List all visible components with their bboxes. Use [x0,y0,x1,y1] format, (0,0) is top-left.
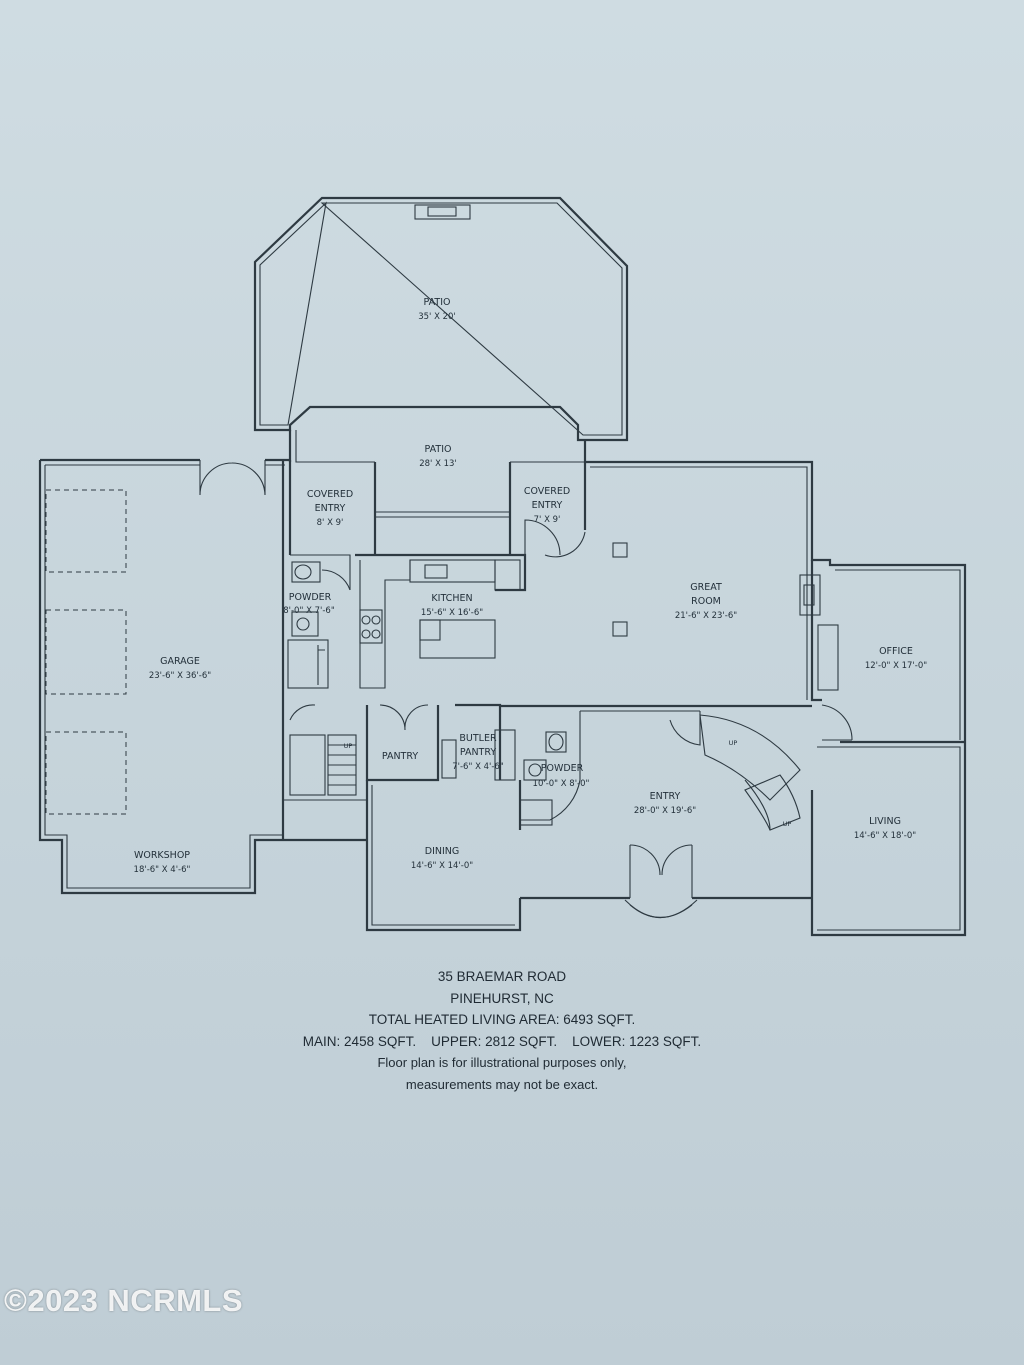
dim-patio-lower: 28' X 13' [419,459,457,469]
room-labels: PATIO 35' X 20' PATIO 28' X 13' COVERED … [134,297,928,875]
label-butler-pantry-2: PANTRY [460,747,497,758]
label-covered-entry-right-2: ENTRY [532,500,563,511]
lower-patio-outline [288,430,587,555]
dim-great-room: 21'-6" X 23'-6" [675,611,737,621]
stairs-up-label-left: UP [344,742,353,750]
caption-address: 35 BRAEMAR ROAD [437,969,567,984]
dim-dining: 14'-6" X 14'-0" [411,861,473,871]
caption-disclaimer-1: Floor plan is for illustrational purpose… [377,1055,627,1070]
dim-garage: 23'-6" X 36'-6" [149,671,211,681]
plan-caption: 35 BRAEMAR ROAD PINEHURST, NC TOTAL HEAT… [262,966,742,1095]
dim-workshop: 18'-6" X 4'-6" [134,865,191,875]
label-kitchen: KITCHEN [431,593,472,604]
dim-patio-upper: 35' X 20' [418,312,456,322]
caption-disclaimer-2: measurements may not be exact. [405,1076,599,1092]
dim-entry: 28'-0" X 19'-6" [634,806,696,816]
stairs-up-label-top: UP [729,739,738,747]
dim-powder-left: 8'-0" X 7'-6" [283,606,335,616]
label-patio-upper: PATIO [424,297,451,308]
label-butler-pantry: BUTLER [459,733,497,744]
dim-kitchen: 15'-6" X 16'-6" [421,608,483,618]
label-great-room: GREAT [690,582,722,593]
dim-butler-pantry: 7'-6" X 4'-6" [452,762,504,772]
caption-city: PINEHURST, NC [450,990,554,1006]
dim-office: 12'-0" X 17'-0" [865,661,927,671]
label-covered-entry-right: COVERED [524,486,570,497]
upper-patio-outline [253,196,629,442]
dim-living: 14'-6" X 18'-0" [854,831,916,841]
label-covered-entry-left-2: ENTRY [315,503,346,514]
label-pantry: PANTRY [382,751,419,762]
stairs-up-label-bottom: UP [783,820,792,828]
caption-floor-areas: MAIN: 2458 SQFT. UPPER: 2812 SQFT. LOWER… [302,1033,702,1049]
label-entry: ENTRY [650,791,681,802]
label-living: LIVING [869,816,901,827]
dim-covered-entry-left: 8' X 9' [317,518,344,528]
label-powder-right: POWDER [541,763,584,774]
main-walls [38,458,967,937]
dim-covered-entry-right: 7' X 9' [534,515,561,525]
label-powder-left: POWDER [289,592,332,603]
label-dining: DINING [425,846,460,857]
label-great-room-2: ROOM [691,596,721,607]
caption-total-area: TOTAL HEATED LIVING AREA: 6493 SQFT. [368,1012,636,1027]
label-workshop: WORKSHOP [134,850,190,861]
label-garage: GARAGE [160,656,200,667]
label-office: OFFICE [879,646,913,657]
label-patio-lower: PATIO [425,444,452,455]
dim-powder-right: 10'-0" X 8'-0" [533,779,590,789]
label-covered-entry-left: COVERED [307,489,353,500]
copyright-watermark: ©2023 NCRMLS [4,1283,244,1318]
